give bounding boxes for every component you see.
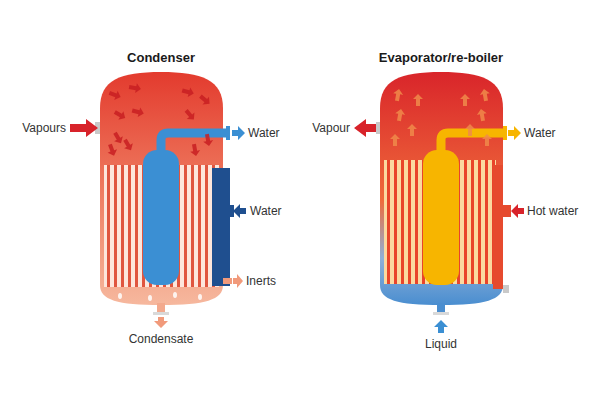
port-label: Water [248, 126, 280, 140]
flow-arrow [121, 137, 136, 152]
flow-arrow [465, 124, 475, 136]
vessel-title: Condenser [96, 50, 226, 66]
flow-arrow [131, 106, 145, 119]
condenser-vessel [70, 72, 246, 328]
port-label: Condensate [129, 332, 194, 346]
flow-arrow [189, 143, 201, 157]
vessel-node: Evaporator/re-boiler [374, 50, 509, 306]
vessel-node: Condenser [96, 50, 226, 306]
flow-arrow [392, 88, 404, 102]
vessel-title: Evaporator/re-boiler [374, 50, 509, 66]
flow-arrow [197, 92, 213, 107]
port-label: Vapour [312, 121, 350, 135]
flow-arrow [111, 130, 126, 145]
flow-arrow [182, 107, 197, 123]
flow-arrow [476, 108, 488, 122]
port-label: Water [524, 126, 556, 140]
flow-arrow [394, 108, 406, 122]
flow-arrow [108, 88, 123, 102]
flow-arrow [112, 108, 127, 123]
flow-arrow [128, 82, 142, 94]
flow-arrow [105, 143, 119, 158]
flow-arrow [181, 86, 195, 99]
port-label: Vapours [22, 121, 66, 135]
evaporator-vessel [354, 72, 524, 333]
flow-arrow [407, 124, 417, 136]
flow-arrow [202, 133, 214, 147]
port-label: Water [250, 204, 282, 218]
flow-arrow [479, 88, 491, 102]
port-label: Hot water [527, 204, 578, 218]
port-label: Liquid [425, 337, 457, 351]
flow-arrow [460, 94, 470, 106]
flow-arrow [390, 134, 400, 146]
flow-arrow [413, 94, 423, 106]
port-label: Inerts [246, 274, 276, 288]
flow-arrow [482, 134, 492, 146]
